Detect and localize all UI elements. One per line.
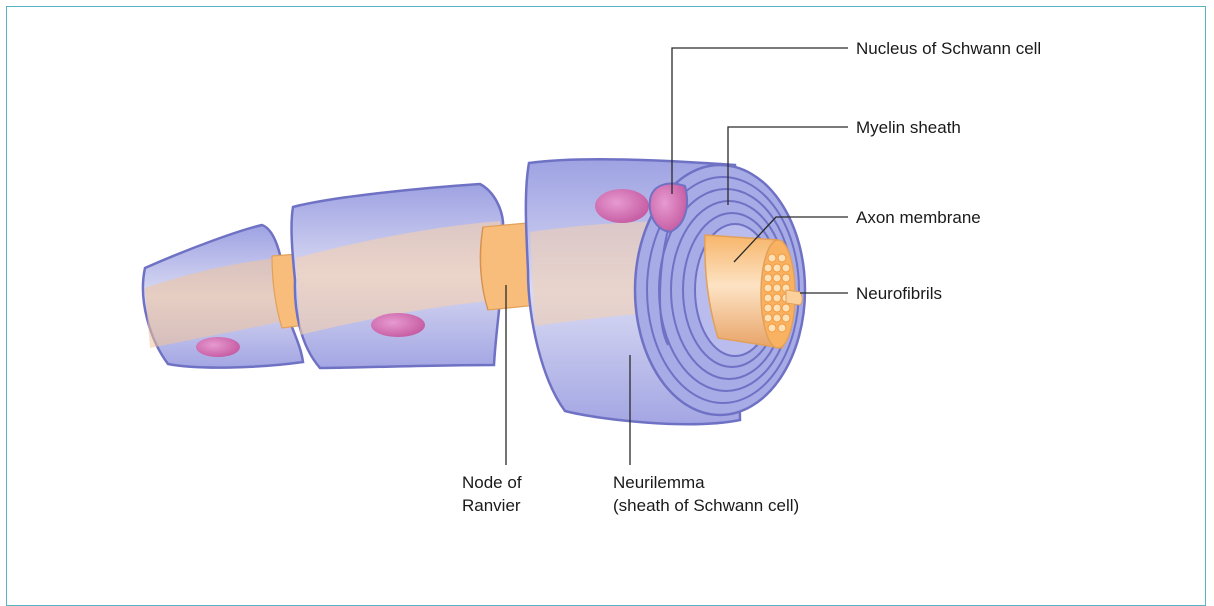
axon-core (705, 235, 802, 348)
label-node-line2: Ranvier (462, 496, 521, 515)
schwann-segment-2 (292, 184, 504, 368)
label-neurilemma-line1: Neurilemma (613, 473, 705, 492)
label-neurilemma-line2: (sheath of Schwann cell) (613, 496, 799, 515)
label-myelin: Myelin sheath (856, 118, 961, 137)
myelinated-axon-diagram: Nucleus of Schwann cell Myelin sheath Ax… (0, 0, 1214, 541)
schwann-nucleus-2 (371, 313, 425, 337)
label-node-line1: Node of (462, 473, 522, 492)
label-nucleus: Nucleus of Schwann cell (856, 39, 1041, 58)
schwann-nucleus-3 (595, 189, 649, 223)
label-axon-membrane: Axon membrane (856, 208, 981, 227)
label-neurofibrils: Neurofibrils (856, 284, 942, 303)
schwann-nucleus-1 (196, 337, 240, 357)
